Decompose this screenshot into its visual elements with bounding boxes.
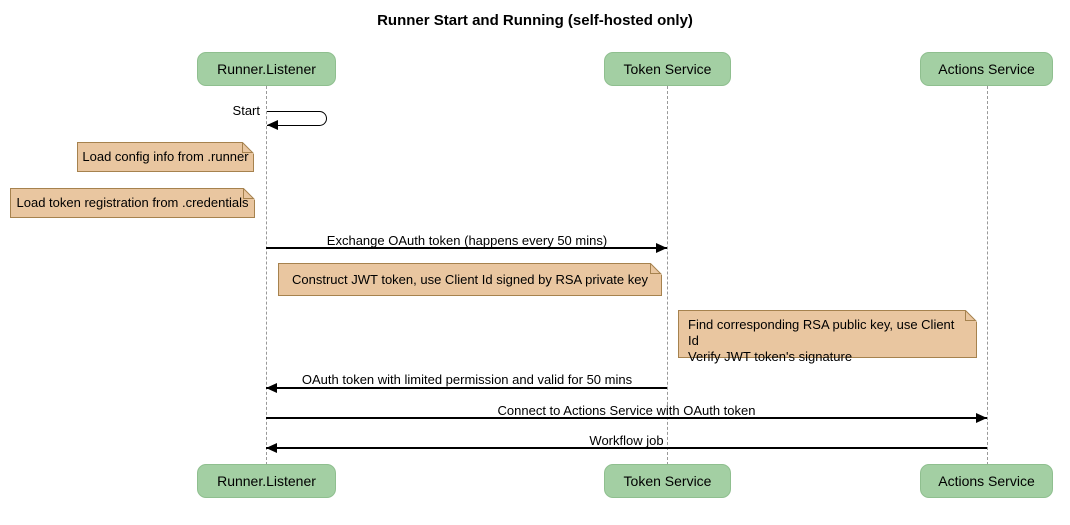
note-load-config: Load config info from .runner [77,142,254,172]
participant-token-service-bottom: Token Service [604,464,731,498]
note-construct-jwt: Construct JWT token, use Client Id signe… [278,263,662,296]
lifeline-token-service [667,86,668,465]
note-fold-icon [242,142,254,154]
lifeline-actions-service [987,86,988,465]
participant-runner-listener-top: Runner.Listener [197,52,336,86]
message-label-connect-actions: Connect to Actions Service with OAuth to… [497,403,756,418]
message-line [266,247,667,249]
note-fold-icon [243,188,255,200]
diagram-title: Runner Start and Running (self-hosted on… [377,12,693,29]
arrowhead-right-icon [656,243,667,253]
lifeline-runner-listener [266,86,267,465]
note-fold-icon [650,263,662,275]
arrowhead-left-icon [266,443,277,453]
message-label-oauth-return: OAuth token with limited permission and … [301,372,633,387]
participant-actions-service-top: Actions Service [920,52,1053,86]
note-load-token-registration: Load token registration from .credential… [10,188,255,218]
message-line [266,387,667,389]
message-label-workflow-job: Workflow job [589,433,664,448]
note-text-line: Find corresponding RSA public key, use C… [688,317,955,348]
self-message-loop [267,111,327,126]
note-text: Load token registration from .credential… [16,195,249,210]
note-text-line: Verify JWT token's signature [688,349,853,364]
note-text: Construct JWT token, use Client Id signe… [292,272,648,287]
participant-token-service-top: Token Service [604,52,731,86]
message-line [266,447,987,449]
arrowhead-left-icon [267,120,278,130]
note-verify-jwt: Find corresponding RSA public key, use C… [678,310,977,364]
participant-actions-service-bottom: Actions Service [920,464,1053,498]
arrowhead-right-icon [976,413,987,423]
message-label-exchange-oauth: Exchange OAuth token (happens every 50 m… [326,233,608,248]
note-text: Load config info from .runner [82,149,249,164]
message-line [266,417,987,419]
message-label-start: Start [232,103,260,118]
arrowhead-left-icon [266,383,277,393]
note-fold-icon [965,310,977,322]
participant-runner-listener-bottom: Runner.Listener [197,464,336,498]
